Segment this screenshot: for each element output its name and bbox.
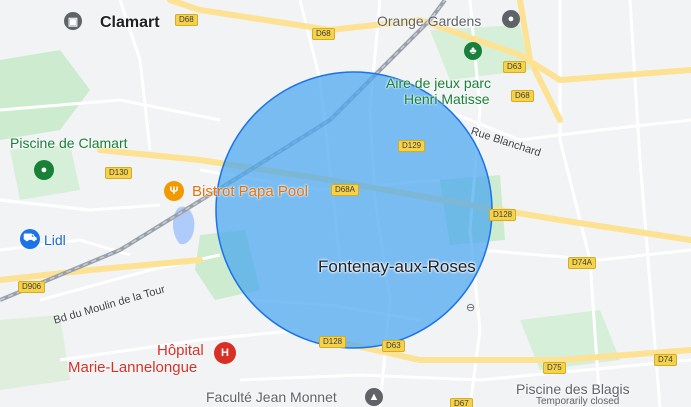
place-label-clamart[interactable]: Clamart (100, 14, 160, 31)
place-icon[interactable]: ● (502, 10, 520, 28)
shopping-cart-icon[interactable]: ⛟ (20, 229, 40, 249)
road-shield: D63 (382, 340, 405, 352)
school-icon[interactable]: ▲ (365, 388, 383, 406)
rail-station-marker: ⊖ (466, 302, 476, 314)
place-label-piscine-blagis[interactable]: Piscine des Blagis (516, 381, 630, 397)
radius-circle (215, 71, 493, 349)
place-label-orange-gardens[interactable]: Orange Gardens (377, 13, 482, 29)
place-label-fontenay[interactable]: Fontenay-aux-Roses (318, 257, 476, 276)
road-shield: D74A (568, 257, 597, 269)
city-icon: ▣ (64, 12, 82, 30)
road-shield: D68 (175, 14, 198, 26)
place-label-piscine-clamart[interactable]: Piscine de Clamart (10, 135, 128, 151)
place-label-faculte[interactable]: Faculté Jean Monnet (206, 389, 337, 405)
road-shield: D74 (654, 354, 677, 366)
road-shield: D129 (398, 140, 426, 152)
place-label-aire-line1[interactable]: Aire de jeux parc (386, 75, 492, 91)
road-shield: D75 (543, 362, 566, 374)
place-label-hopital-line2[interactable]: Marie-Lannelongue (68, 359, 198, 376)
place-label-bistrot[interactable]: Bistrot Papa Pool (192, 183, 308, 200)
place-label-lidl[interactable]: Lidl (44, 232, 66, 248)
hospital-icon[interactable]: H (214, 342, 236, 364)
road-shield: D906 (18, 281, 46, 293)
pool-icon[interactable]: ● (34, 160, 54, 180)
road-shield: D68 (312, 28, 335, 40)
restaurant-icon[interactable]: Ψ (164, 181, 184, 201)
place-status-blagis: Temporarily closed (536, 396, 620, 407)
place-label-hopital-line1[interactable]: Hôpital (157, 342, 204, 359)
road-shield: D68 (511, 90, 534, 102)
road-shield: D128 (489, 209, 517, 221)
road-shield: D68A (331, 184, 360, 196)
park-icon[interactable]: ♣ (464, 42, 482, 60)
road-shield: D128 (319, 336, 347, 348)
road-shield: D63 (503, 61, 526, 73)
road-shield: D67 (450, 398, 473, 407)
place-label-aire-line2[interactable]: Henri Matisse (404, 91, 490, 107)
road-shield: D130 (105, 167, 133, 179)
